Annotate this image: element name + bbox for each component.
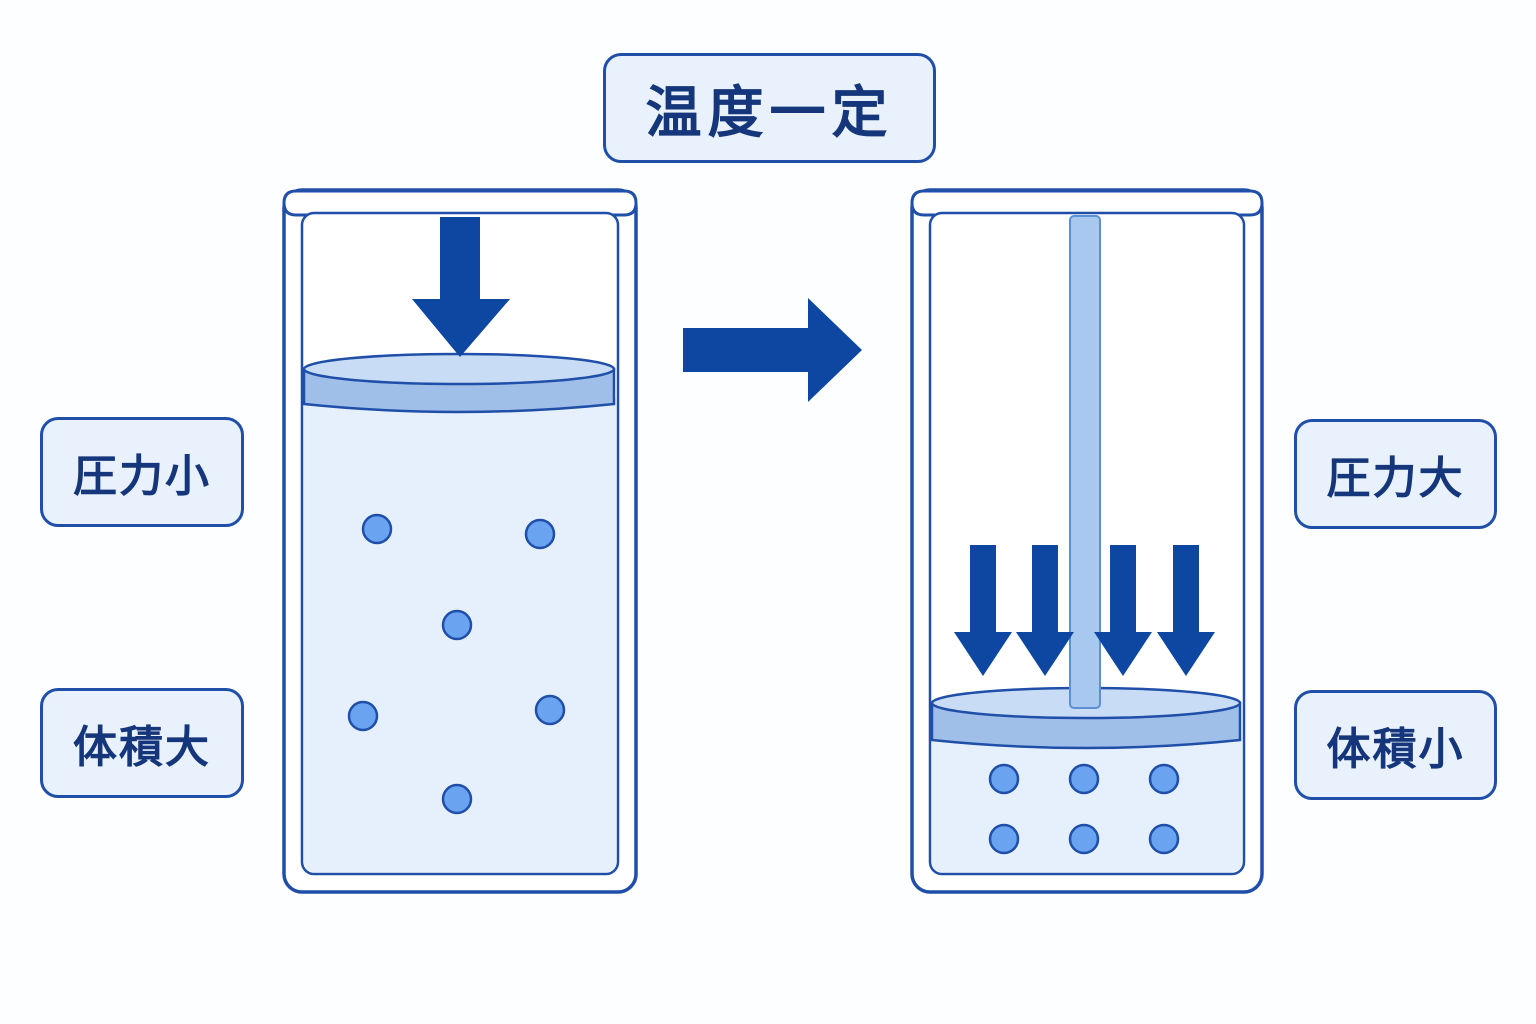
down-arrow-icon xyxy=(1157,545,1215,676)
right-volume-label: 体積小 xyxy=(1294,690,1497,800)
right-arrow-icon xyxy=(683,298,862,402)
left-gas-particles xyxy=(347,513,566,815)
gas-particle xyxy=(988,823,1020,855)
gas-particle xyxy=(988,763,1020,795)
down-arrow-icon xyxy=(412,217,510,357)
gas-particle xyxy=(347,700,379,732)
left-cylinder-rim xyxy=(282,189,638,217)
right-pressure-label: 圧力大 xyxy=(1294,419,1497,529)
left-cylinder xyxy=(282,188,638,894)
gas-particle xyxy=(1148,823,1180,855)
gas-particle xyxy=(441,783,473,815)
down-arrow-icon xyxy=(1016,545,1074,676)
left-pressure-label: 圧力小 xyxy=(40,417,244,527)
right-piston-rod xyxy=(1069,215,1101,709)
title-label: 温度一定 xyxy=(603,53,936,163)
down-arrow-icon xyxy=(1094,545,1152,676)
gas-particle xyxy=(361,513,393,545)
right-pressure-arrows xyxy=(954,545,1215,676)
gas-particle xyxy=(524,518,556,550)
left-volume-label: 体積大 xyxy=(40,688,244,798)
right-gas-particles xyxy=(988,763,1180,855)
gas-particle xyxy=(1148,763,1180,795)
gas-particle xyxy=(534,694,566,726)
gas-particle xyxy=(1068,763,1100,795)
gas-particle xyxy=(441,609,473,641)
down-arrow-icon xyxy=(954,545,1012,676)
right-cylinder xyxy=(910,188,1264,894)
right-cylinder-rim xyxy=(910,189,1264,217)
gas-particle xyxy=(1068,823,1100,855)
left-piston xyxy=(302,352,616,414)
